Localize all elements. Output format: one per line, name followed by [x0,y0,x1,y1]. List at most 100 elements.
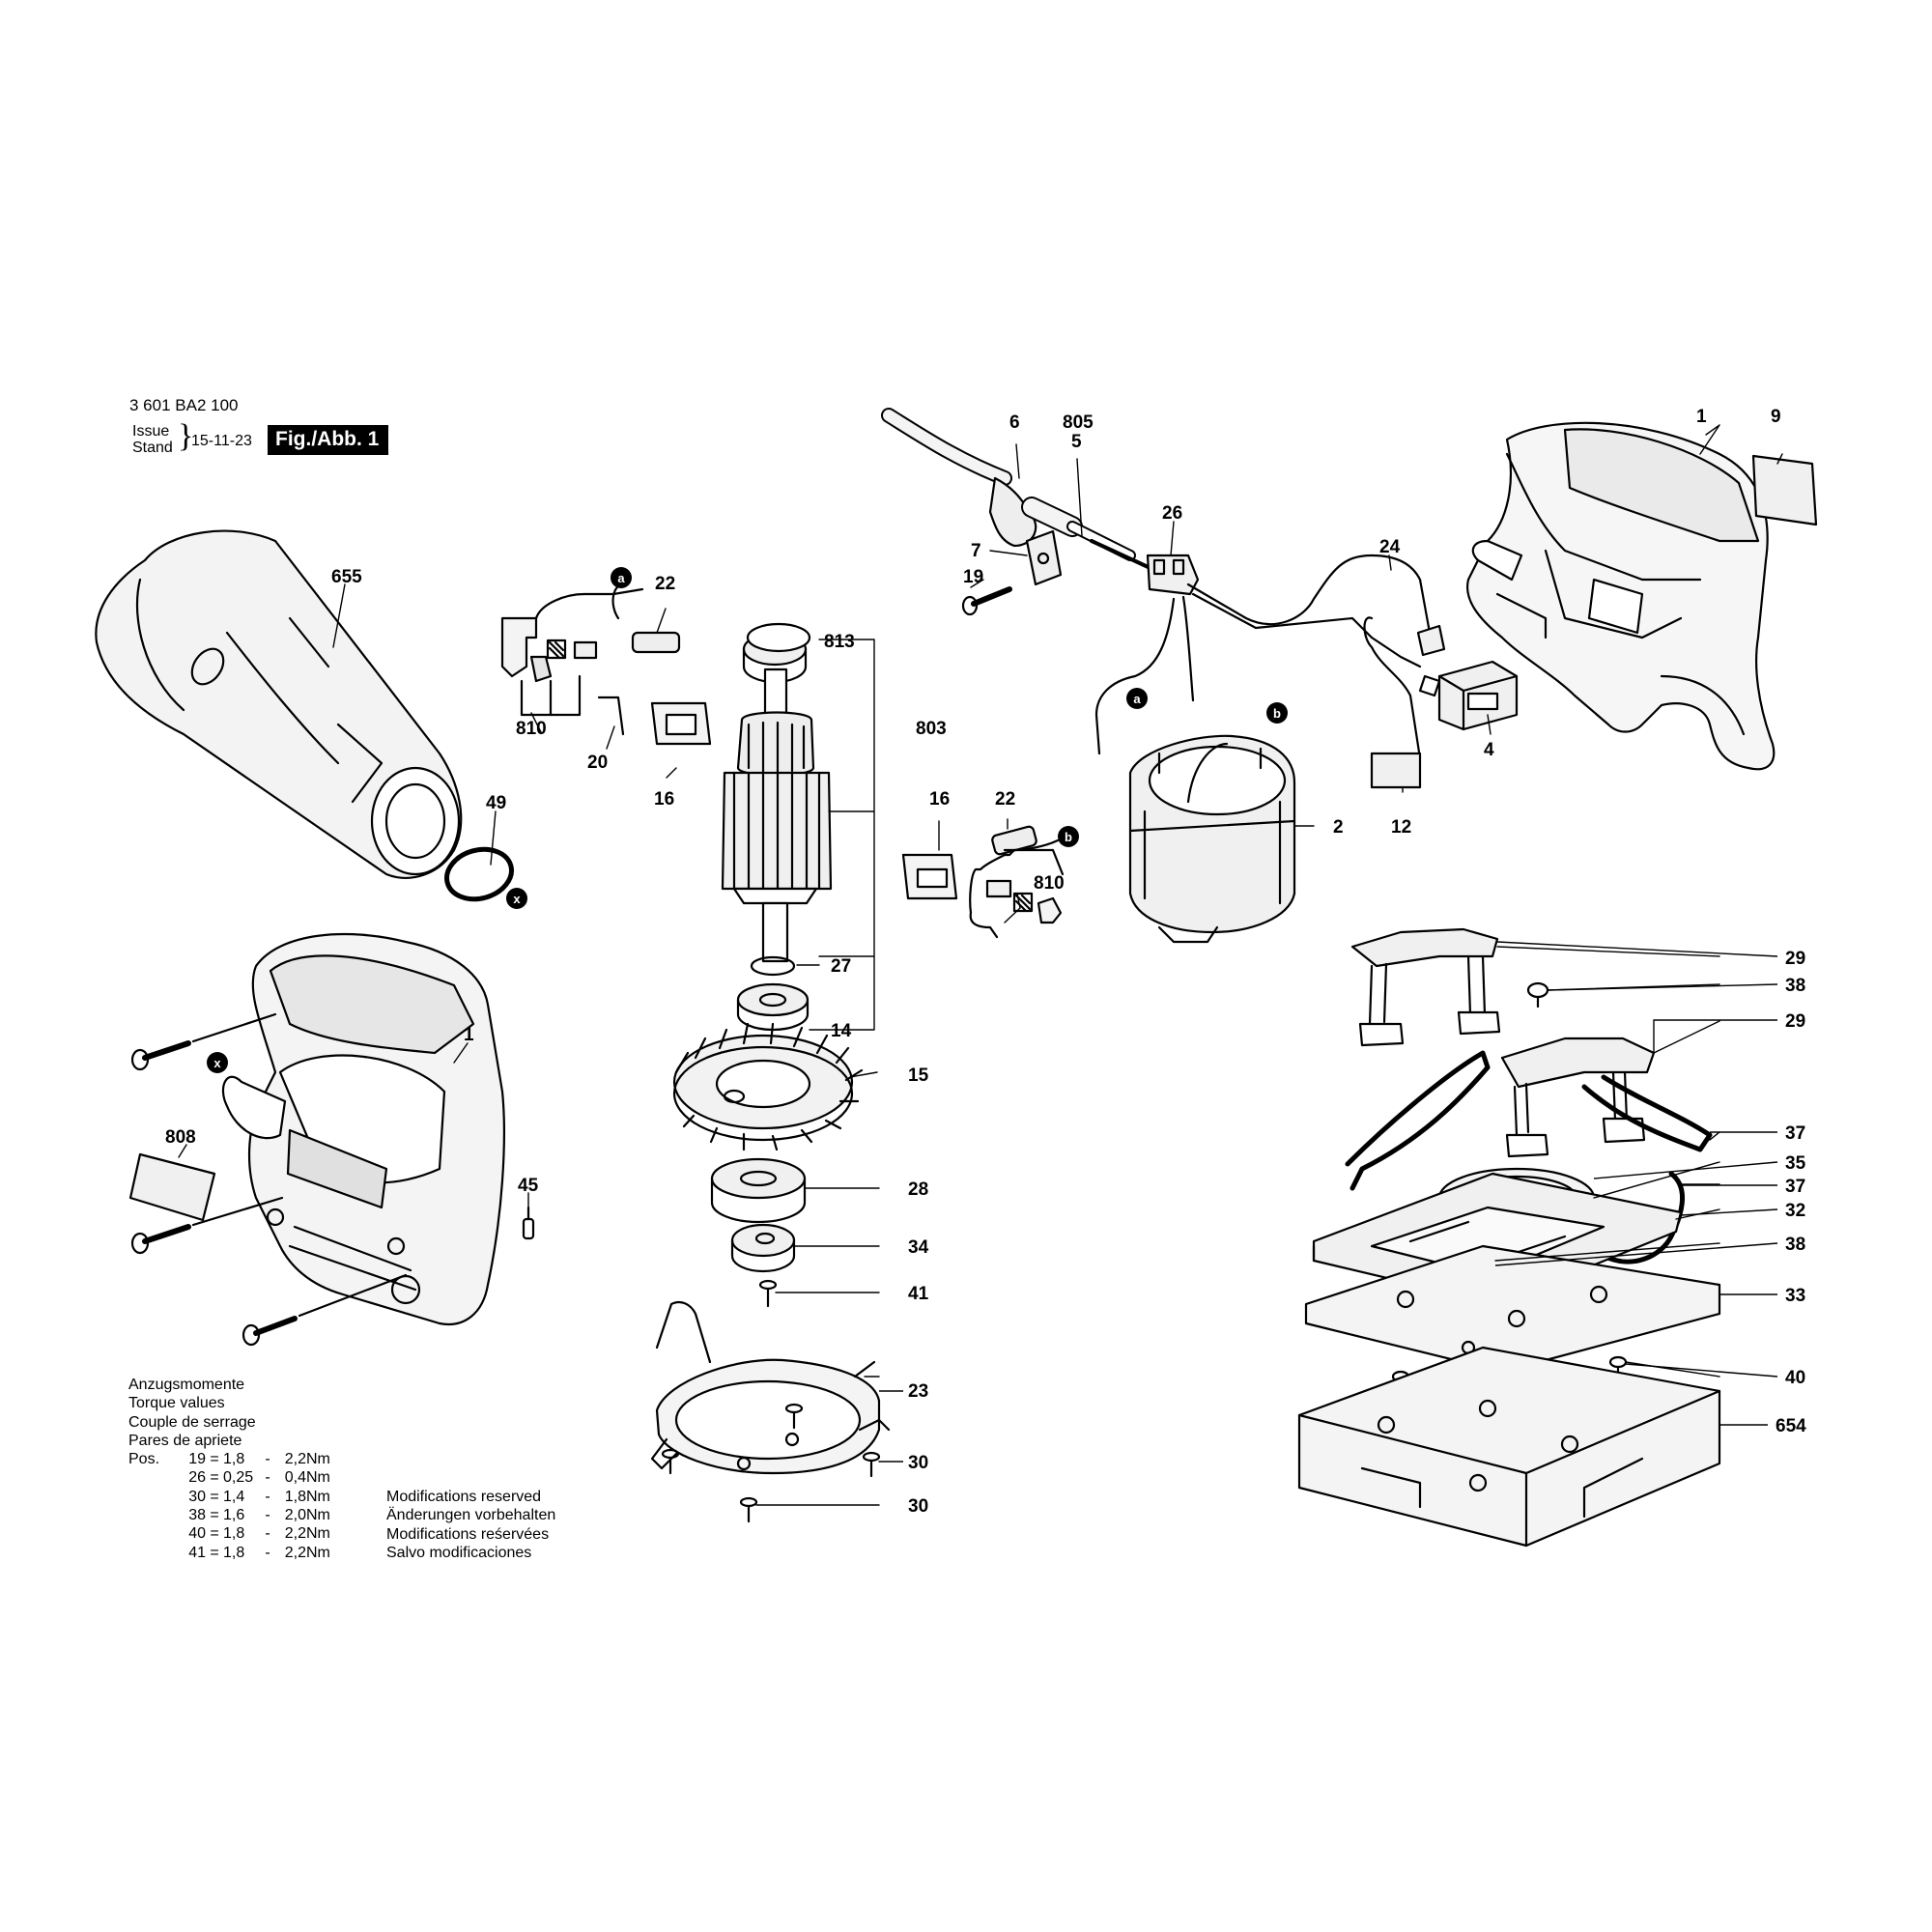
label-33: 33 [1785,1286,1805,1306]
brush-holder-left [500,582,712,746]
screw-38-upper [1526,981,1549,1009]
label-9 [1751,454,1818,526]
modifications-fr: Modifications reśervées [386,1525,550,1543]
issue-date: 15-11-23 [191,433,252,449]
strain-relief-7 [961,529,1063,616]
label-34: 34 [908,1237,929,1258]
housing-screws [130,1012,408,1347]
foot-29-upper [1350,927,1501,1047]
torque-heading-es: Pares de apriete [128,1432,242,1449]
label-41: 41 [908,1284,929,1304]
label-19: 19 [963,567,983,587]
torque-heading-de: Anzugsmomente [128,1377,245,1393]
torque-row: 41=1,8-2,2Nm [188,1544,330,1561]
label-24: 24 [1379,537,1401,557]
torque-heading-fr: Couple de serrage [128,1413,256,1431]
part-number: 3 601 BA2 100 [129,396,239,414]
label-9: 9 [1771,407,1781,427]
switch-4 [1418,660,1519,731]
fan-15 [672,1022,864,1151]
label-810-left: 810 [516,719,547,739]
field-coil-2 [1128,734,1296,944]
leader-lines [178,424,1783,1506]
pad-33 [1304,1244,1721,1374]
label-38-a: 38 [1785,976,1805,996]
marker-b-brush: b [1065,830,1072,844]
label-1-housing: 1 [464,1025,474,1045]
label-29-a: 29 [1785,949,1805,969]
label-5: 5 [1071,432,1082,452]
label-26: 26 [1162,503,1182,524]
modifications-note: Modifications reserved Änderungen vorbeh… [386,1488,555,1562]
label-14: 14 [831,1021,852,1041]
label-16-right: 16 [929,789,950,810]
issue-brace: } [178,418,194,454]
label-6: 6 [1009,412,1020,433]
bearing-28 [710,1157,807,1224]
bearing-813 [746,622,811,653]
label-2: 2 [1333,817,1344,838]
o-ring-49 [444,846,514,902]
label-38-b: 38 [1785,1235,1805,1255]
connector-24 [1416,624,1446,657]
label-49: 49 [486,793,506,813]
label-45: 45 [518,1176,539,1196]
label-805: 805 [1063,412,1094,433]
base-654 [1297,1346,1721,1548]
foot-29-lower [1500,1037,1656,1158]
marker-x-housing: x [213,1056,221,1070]
label-35: 35 [1785,1153,1806,1174]
label-22-left: 22 [655,574,675,594]
label-808: 808 [165,1127,196,1148]
label-29-b: 29 [1785,1011,1805,1032]
torque-row: 40=1,8-2,2Nm [188,1525,330,1543]
connector-markers: a a b b x x [207,567,1288,1073]
terminal-block-26 [1146,554,1200,596]
pin-45 [522,1206,535,1240]
power-cord [881,408,1156,572]
label-37-b: 37 [1785,1177,1805,1197]
dust-nozzle-655 [95,529,463,879]
label-1-shell: 1 [1696,407,1707,427]
marker-b-top: b [1273,706,1281,721]
connector-12 [1370,752,1422,789]
torque-row: Pos.19=1,8-2,2Nm [128,1451,330,1468]
label-15: 15 [908,1065,929,1086]
fan-shroud-23 [650,1300,891,1475]
label-12: 12 [1391,817,1411,838]
label-16-left: 16 [654,789,674,810]
modifications-es: Salvo modificaciones [386,1544,532,1561]
internal-wiring [1094,554,1432,760]
marker-a-left: a [617,571,625,585]
issue-stand-label: Issue Stand [132,423,173,456]
label-32: 32 [1785,1201,1805,1221]
label-40: 40 [1785,1368,1805,1388]
retaining-ring-27 [750,955,796,977]
figure-label: Fig./Abb. 1 [268,425,389,455]
label-27: 27 [831,956,851,977]
housing-shell-1 [1465,421,1776,771]
label-810-right: 810 [1034,873,1065,894]
label-20: 20 [587,753,608,773]
label-23: 23 [908,1381,928,1402]
marker-x-ring: x [513,892,521,906]
pos-label: Pos. [128,1451,160,1468]
screws-30 [661,1403,881,1523]
armature-803 [721,632,833,963]
label-654: 654 [1776,1416,1806,1436]
label-808 [128,1152,216,1222]
torque-values: Anzugsmomente Torque values Couple de se… [128,1376,330,1562]
label-4: 4 [1484,740,1494,760]
label-30-a: 30 [908,1453,928,1473]
brush-holder-right [901,825,1065,939]
label-813: 813 [824,632,855,652]
marker-a-right: a [1133,692,1141,706]
right-leader-lines [879,941,1778,1463]
screw-41 [758,1279,778,1308]
label-655: 655 [331,567,362,587]
part-number-labels: 655 49 1 808 45 22 810 20 16 813 803 27 … [165,407,1806,1517]
modifications-en: Modifications reserved [386,1489,542,1505]
issue-label: Issue [132,423,170,440]
